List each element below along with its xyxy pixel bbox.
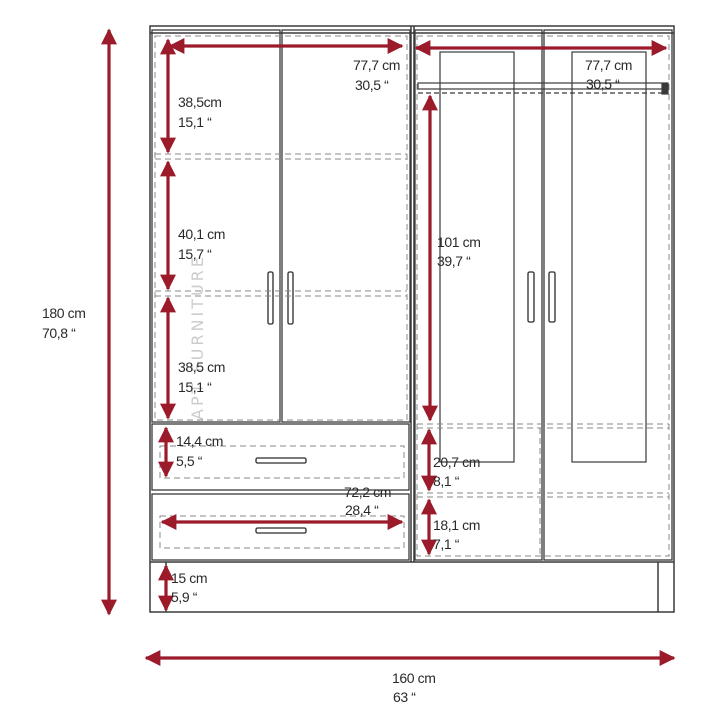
- base-height-cm: 15 cm: [171, 570, 207, 586]
- left-width-cm: 77,7 cm: [353, 57, 400, 73]
- left-door-handles: [267, 271, 294, 325]
- base-height-in: 5,9 “: [171, 589, 198, 605]
- overall-width-cm: 160 cm: [392, 670, 436, 686]
- overall-height-in: 70,8 “: [42, 325, 76, 341]
- middle-shelf-in: 15,7 “: [178, 246, 212, 262]
- left-doors: [151, 29, 411, 423]
- middle-shelf-cm: 40,1 cm: [178, 226, 225, 242]
- lower-shelf-in: 15,1 “: [178, 379, 212, 395]
- watermark: APT FURNITURE: [188, 254, 207, 420]
- drawer-width-in: 28,4 “: [345, 502, 379, 518]
- lower-shelf-cm: 38,5 cm: [178, 359, 225, 375]
- right-upper-compartment-cm: 20,7 cm: [433, 454, 480, 470]
- drawer-width-cm: 72,2 cm: [344, 484, 391, 500]
- dimension-labels: 180 cm 70,8 “ 160 cm 63 “ 77,7 cm 30,5 “…: [42, 57, 632, 705]
- left-width-in: 30,5 “: [355, 77, 389, 93]
- left-shelves: [154, 35, 408, 421]
- right-interior: [416, 35, 670, 557]
- right-width-in: 30,5 “: [586, 76, 620, 92]
- right-doors: [414, 29, 673, 561]
- right-lower-compartment-cm: 18,1 cm: [433, 517, 480, 533]
- hanging-height-cm: 101 cm: [437, 234, 481, 250]
- drawer-height-cm: 14,4 cm: [176, 433, 223, 449]
- right-door-handles: [527, 271, 556, 323]
- right-lower-compartment-in: 7,1 “: [433, 536, 460, 552]
- top-shelf-cm: 38,5cm: [178, 94, 222, 110]
- hanging-rod: [417, 82, 669, 95]
- top-shelf-in: 15,1 “: [178, 114, 212, 130]
- hanging-height-in: 39,7 “: [437, 253, 471, 269]
- drawer-height-in: 5,5 “: [176, 453, 203, 469]
- dimension-arrows: [101, 28, 676, 666]
- right-upper-compartment-in: 8,1 “: [433, 473, 460, 489]
- drawers: [151, 423, 410, 561]
- overall-width-in: 63 “: [393, 689, 416, 705]
- mirrors: [439, 51, 647, 463]
- cabinet-frame: [149, 25, 675, 613]
- overall-height-cm: 180 cm: [42, 305, 86, 321]
- right-width-cm: 77,7 cm: [585, 57, 632, 73]
